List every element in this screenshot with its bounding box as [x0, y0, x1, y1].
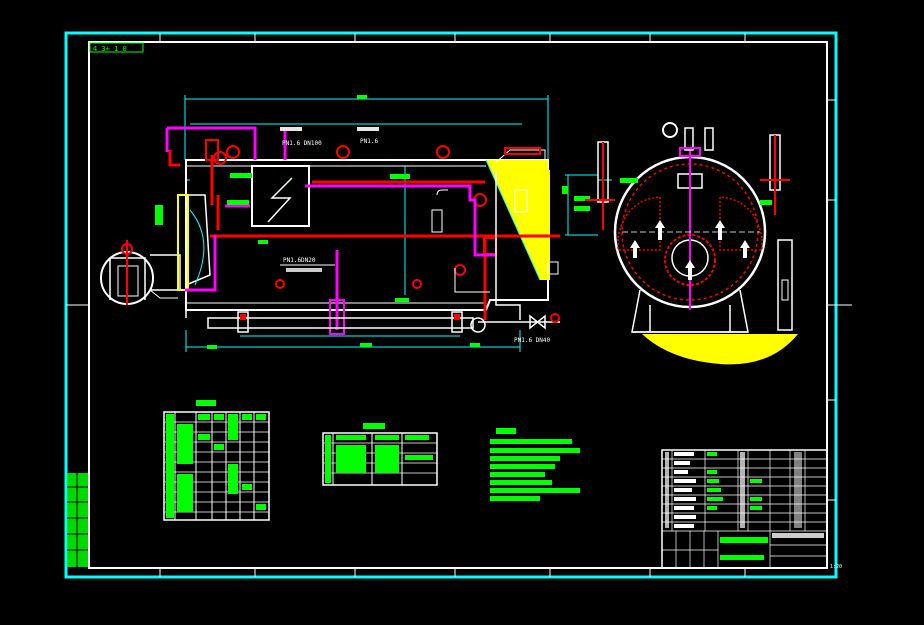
burner [100, 240, 181, 305]
drawing-frame: 4 3+ 1 0 [64, 31, 852, 579]
parameter-table-2 [322, 423, 438, 486]
top-dim-1: PN1.6 DN100 [282, 140, 322, 147]
technical-notes [490, 428, 580, 501]
scale-note: 1:20 [830, 564, 842, 570]
top-dim-2: PN1.6 [360, 138, 378, 145]
parameter-table-1 [163, 400, 270, 521]
boiler-side-elevation [562, 122, 798, 365]
boiler-front-elevation: PN1.6 DN100 PN1.6 PN1.6DN20 PN1.6 DN40 [100, 95, 560, 352]
pressure-label: PN1.6DN20 [283, 257, 316, 264]
title-block: 1:20 [661, 449, 842, 570]
valve-label: PN1.6 DN40 [514, 337, 551, 344]
corner-tag: 4 3+ 1 0 [93, 45, 127, 53]
